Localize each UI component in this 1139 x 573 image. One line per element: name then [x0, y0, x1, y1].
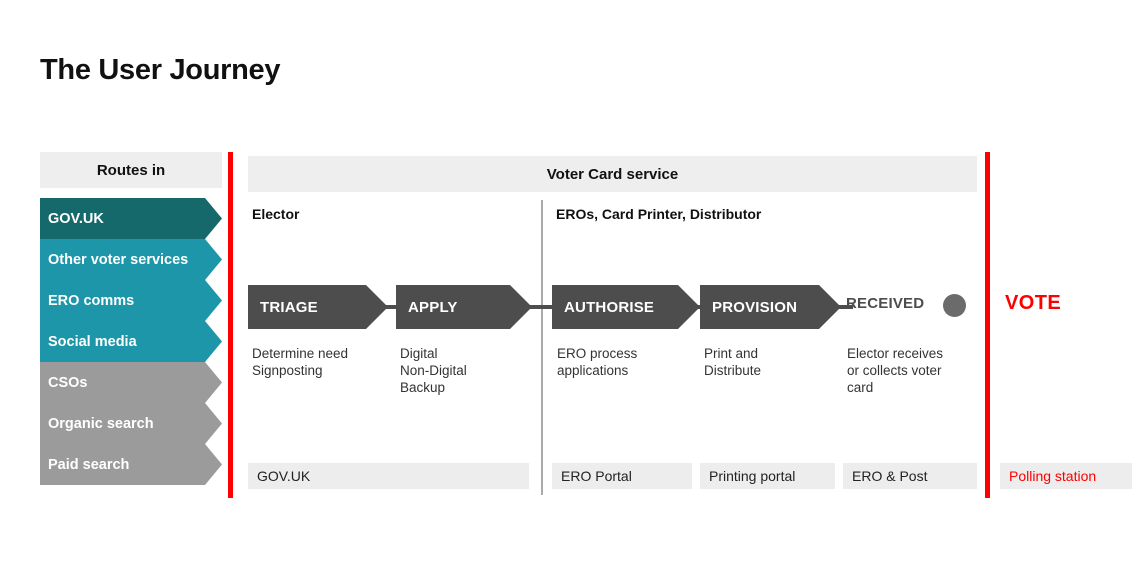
routes-in-header: Routes in [40, 152, 222, 188]
step-description-triage: Determine need Signposting [252, 346, 349, 378]
actor-label-elector: Elector [252, 206, 300, 222]
route-item-label: CSOs [48, 374, 88, 391]
route-item-govuk[interactable]: GOV.UK [40, 198, 222, 239]
route-item-label: Other voter services [48, 251, 189, 268]
step-description-apply: Digital Non-Digital Backup [400, 346, 467, 395]
route-item-ero-comms[interactable]: ERO comms [40, 280, 222, 321]
red-rail-right [985, 152, 990, 498]
step-label: APPLY [408, 298, 458, 316]
vote-label: VOTE [1005, 292, 1062, 314]
red-rail-left [228, 152, 233, 498]
route-item-organic-search[interactable]: Organic search [40, 403, 222, 444]
step-label: AUTHORISE [564, 298, 655, 316]
route-item-paid-search[interactable]: Paid search [40, 444, 222, 485]
route-item-social-media[interactable]: Social media [40, 321, 222, 362]
route-item-csos[interactable]: CSOs [40, 362, 222, 403]
received-status-dot-icon [943, 294, 966, 317]
step-label-received: RECEIVED [846, 295, 925, 312]
route-item-label: Social media [48, 333, 137, 350]
channel-box-ero-and-post: ERO & Post [843, 463, 977, 489]
step-connector [384, 305, 400, 309]
routes-in-panel: Routes in GOV.UK Other voter services ER… [40, 152, 222, 485]
actor-label-eros: EROs, Card Printer, Distributor [556, 206, 762, 222]
step-chevron-provision[interactable]: PROVISION [700, 285, 841, 329]
page-title: The User Journey [40, 54, 281, 86]
channel-box-printing-portal: Printing portal [700, 463, 835, 489]
step-description-provision: Print and Distribute [704, 346, 762, 378]
route-item-label: Organic search [48, 415, 154, 432]
channel-box-govuk: GOV.UK [248, 463, 529, 489]
channel-box-polling-station: Polling station [1000, 463, 1132, 489]
step-description-received: Elector receives or collects voter card [847, 346, 944, 395]
step-label: PROVISION [712, 298, 798, 316]
route-item-label: GOV.UK [48, 210, 104, 227]
step-chevron-apply[interactable]: APPLY [396, 285, 532, 329]
routes-in-list: GOV.UK Other voter services ERO comms So… [40, 198, 222, 485]
section-divider [541, 200, 543, 495]
step-description-authorise: ERO process applications [557, 346, 638, 378]
step-connector [528, 305, 556, 309]
step-chevron-authorise[interactable]: AUTHORISE [552, 285, 700, 329]
channel-box-ero-portal: ERO Portal [552, 463, 692, 489]
route-item-label: Paid search [48, 456, 130, 473]
route-item-other-voter-services[interactable]: Other voter services [40, 239, 222, 280]
route-item-label: ERO comms [48, 292, 135, 309]
step-connector [837, 305, 853, 309]
step-label: TRIAGE [260, 298, 318, 316]
voter-card-service-header: Voter Card service [248, 156, 977, 192]
step-chevron-triage[interactable]: TRIAGE [248, 285, 388, 329]
